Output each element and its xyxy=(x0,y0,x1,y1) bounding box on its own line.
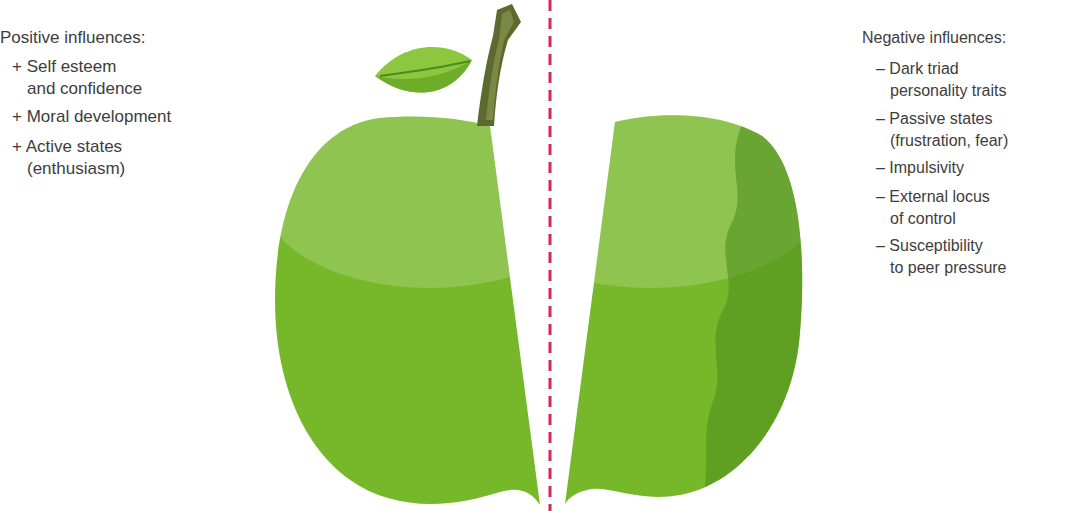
leaf-shade xyxy=(375,60,472,93)
apple-stem xyxy=(477,4,521,126)
list-item: – Passive states (frustration, fear) xyxy=(876,108,1008,152)
leaf-vein xyxy=(380,61,470,76)
list-item: + Active states (enthusiasm) xyxy=(12,136,125,180)
apple-highlight xyxy=(265,112,595,288)
apple-shading-group xyxy=(480,112,830,511)
list-item: – Impulsivity xyxy=(876,157,964,179)
list-item: – Susceptibility to peer pressure xyxy=(876,235,1007,279)
apple-shadow xyxy=(700,118,830,511)
column-heading: Positive influences: xyxy=(0,27,146,49)
apple-highlight-group xyxy=(265,112,595,288)
list-item: – External locus of control xyxy=(876,186,990,230)
apple-right-half xyxy=(480,112,830,511)
list-item: – Dark triad personality traits xyxy=(876,58,1007,102)
stem-shape xyxy=(477,4,521,126)
stem-highlight xyxy=(486,10,514,120)
list-item: + Self esteem and confidence xyxy=(12,56,142,100)
column-heading: Negative influences: xyxy=(862,27,1006,49)
divider-line xyxy=(549,0,552,511)
apple-left-half xyxy=(265,112,595,505)
list-item: + Moral development xyxy=(12,106,171,128)
leaf-shape xyxy=(375,47,472,93)
apple-leaf xyxy=(375,47,472,93)
